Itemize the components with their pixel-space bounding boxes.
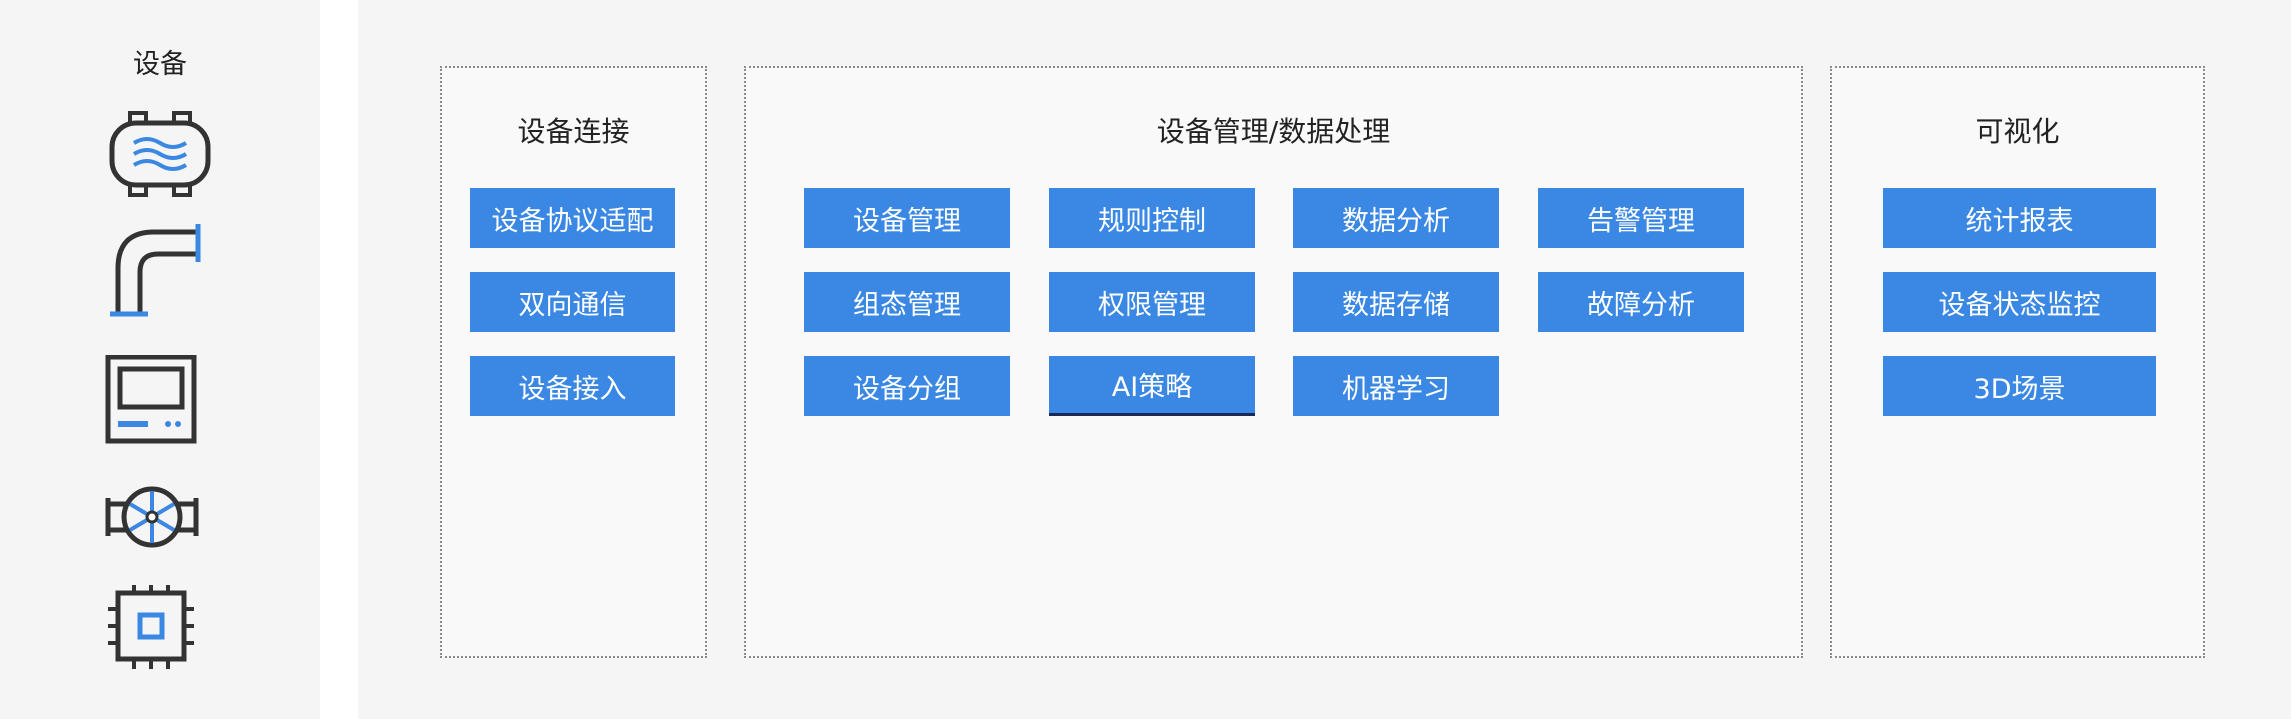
- device-panel: 设备: [0, 0, 320, 719]
- alarm-management-button[interactable]: 告警管理: [1538, 188, 1744, 248]
- rule-control-button[interactable]: 规则控制: [1049, 188, 1255, 248]
- tank-icon: [100, 105, 220, 205]
- visualization-section: 可视化 统计报表 设备状态监控 3D场景: [1830, 66, 2205, 658]
- statistics-report-button[interactable]: 统计报表: [1883, 188, 2156, 248]
- device-management-button[interactable]: 设备管理: [804, 188, 1010, 248]
- device-panel-title: 设备: [133, 49, 187, 80]
- bidirectional-comm-button[interactable]: 双向通信: [470, 272, 675, 332]
- connection-section-title: 设备连接: [517, 115, 630, 148]
- 3d-scene-button[interactable]: 3D场景: [1883, 356, 2156, 416]
- configuration-management-button[interactable]: 组态管理: [804, 272, 1010, 332]
- platform-panel: 设备连接 设备协议适配 双向通信 设备接入 设备管理/数据处理 设备管理 规则控…: [358, 0, 2291, 719]
- pipe-elbow-icon: [100, 220, 220, 320]
- chip-icon: [100, 585, 220, 685]
- connection-section: 设备连接 设备协议适配 双向通信 设备接入: [440, 66, 707, 658]
- device-grouping-button[interactable]: 设备分组: [804, 356, 1010, 416]
- data-analysis-button[interactable]: 数据分析: [1293, 188, 1499, 248]
- device-status-monitor-button[interactable]: 设备状态监控: [1883, 272, 2156, 332]
- management-section-title: 设备管理/数据处理: [1156, 115, 1391, 148]
- visualization-section-title: 可视化: [1975, 115, 2060, 148]
- data-storage-button[interactable]: 数据存储: [1293, 272, 1499, 332]
- valve-icon: [100, 470, 220, 570]
- fault-analysis-button[interactable]: 故障分析: [1538, 272, 1744, 332]
- protocol-adapter-button[interactable]: 设备协议适配: [470, 188, 675, 248]
- control-panel-icon: [100, 355, 220, 455]
- machine-learning-button[interactable]: 机器学习: [1293, 356, 1499, 416]
- permission-management-button[interactable]: 权限管理: [1049, 272, 1255, 332]
- ai-strategy-button[interactable]: AI策略: [1049, 356, 1255, 416]
- management-section: 设备管理/数据处理 设备管理 规则控制 数据分析 告警管理 组态管理 权限管理 …: [744, 66, 1803, 658]
- device-access-button[interactable]: 设备接入: [470, 356, 675, 416]
